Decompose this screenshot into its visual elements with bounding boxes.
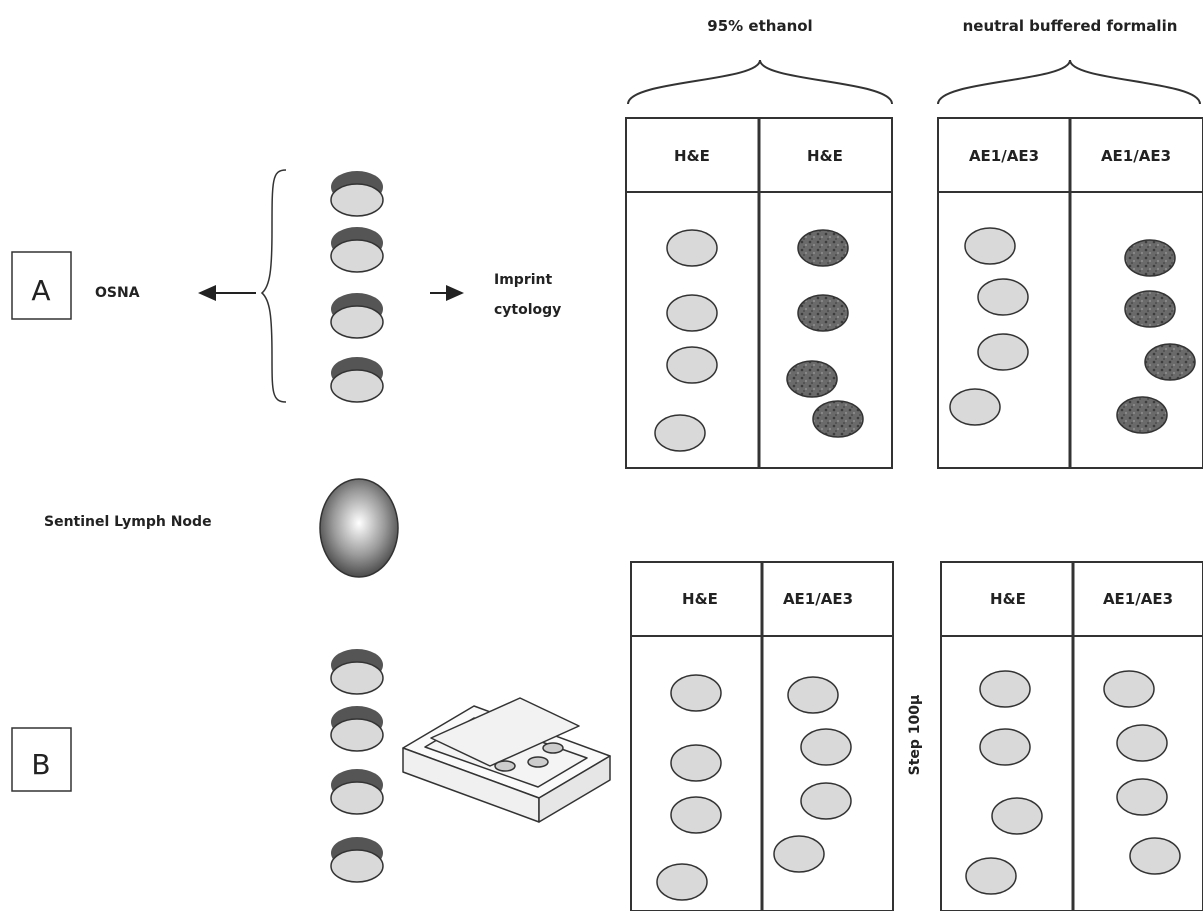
tissue-disk bbox=[330, 649, 384, 695]
panel-a-slides: H&E H&E AE1/AE3 AE1/AE3 bbox=[625, 117, 1203, 469]
light-cell bbox=[670, 796, 722, 834]
light-cell bbox=[1116, 724, 1168, 762]
sentinel-node-label: Sentinel Lymph Node bbox=[44, 514, 212, 530]
formalin-brace bbox=[937, 59, 1201, 105]
slide-stain-label: AE1/AE3 bbox=[969, 147, 1039, 165]
section-brace bbox=[260, 169, 287, 403]
dark-cell bbox=[1144, 343, 1196, 381]
tissue-disk bbox=[330, 171, 384, 217]
dark-cell bbox=[1124, 239, 1176, 277]
tissue-disk bbox=[330, 357, 384, 403]
light-cell bbox=[977, 278, 1029, 316]
fixative-label-formalin: neutral buffered formalin bbox=[963, 17, 1178, 35]
panel-a-box bbox=[11, 251, 72, 320]
dark-cell bbox=[797, 229, 849, 267]
light-cell bbox=[773, 835, 825, 873]
slide-stain-label: H&E bbox=[990, 590, 1026, 608]
light-cell bbox=[1116, 778, 1168, 816]
light-cell bbox=[979, 728, 1031, 766]
dark-cell bbox=[812, 400, 864, 438]
light-cell bbox=[670, 674, 722, 712]
panel-a-label: A bbox=[31, 274, 50, 307]
light-cell bbox=[666, 229, 718, 267]
light-cell bbox=[670, 744, 722, 782]
light-cell bbox=[787, 676, 839, 714]
light-cell bbox=[656, 863, 708, 901]
light-cell bbox=[977, 333, 1029, 371]
light-cell bbox=[965, 857, 1017, 895]
dark-cell bbox=[1124, 290, 1176, 328]
slide-stain-label: H&E bbox=[674, 147, 710, 165]
panel-b-disks bbox=[330, 649, 384, 883]
panel-b-slides: H&E AE1/AE3 H&E AE1/AE3 bbox=[630, 561, 1203, 911]
dark-cell bbox=[797, 294, 849, 332]
light-cell bbox=[1129, 837, 1181, 875]
tissue-disk bbox=[330, 706, 384, 752]
tissue-disk bbox=[330, 227, 384, 273]
light-cell bbox=[666, 346, 718, 384]
imprint-label-line2: cytology bbox=[494, 302, 561, 318]
ethanol-brace bbox=[627, 59, 893, 105]
light-cell bbox=[1103, 670, 1155, 708]
light-cell bbox=[654, 414, 706, 452]
tissue-disk bbox=[330, 769, 384, 815]
light-cell bbox=[991, 797, 1043, 835]
slide-stain-label: AE1/AE3 bbox=[783, 590, 853, 608]
slide-stain-label: H&E bbox=[807, 147, 843, 165]
light-cell bbox=[666, 294, 718, 332]
step-label: Step 100µ bbox=[907, 695, 923, 776]
light-cell bbox=[949, 388, 1001, 426]
slide-stain-label: AE1/AE3 bbox=[1103, 590, 1173, 608]
light-cell bbox=[800, 782, 852, 820]
panel-b-box bbox=[11, 727, 72, 792]
dark-cell bbox=[1116, 396, 1168, 434]
panel-a-disks bbox=[330, 171, 384, 403]
fixative-label-ethanol: 95% ethanol bbox=[707, 17, 812, 35]
tissue-cassette bbox=[402, 697, 611, 823]
slide-stain-label: AE1/AE3 bbox=[1101, 147, 1171, 165]
dark-cell bbox=[786, 360, 838, 398]
sentinel-lymph-node bbox=[319, 478, 399, 578]
osna-label: OSNA bbox=[95, 285, 140, 301]
imprint-label-line1: Imprint bbox=[494, 272, 552, 288]
slide-stain-label: H&E bbox=[682, 590, 718, 608]
light-cell bbox=[964, 227, 1016, 265]
tissue-disk bbox=[330, 293, 384, 339]
panel-b-label: B bbox=[31, 748, 50, 781]
tissue-disk bbox=[330, 837, 384, 883]
light-cell bbox=[979, 670, 1031, 708]
light-cell bbox=[800, 728, 852, 766]
